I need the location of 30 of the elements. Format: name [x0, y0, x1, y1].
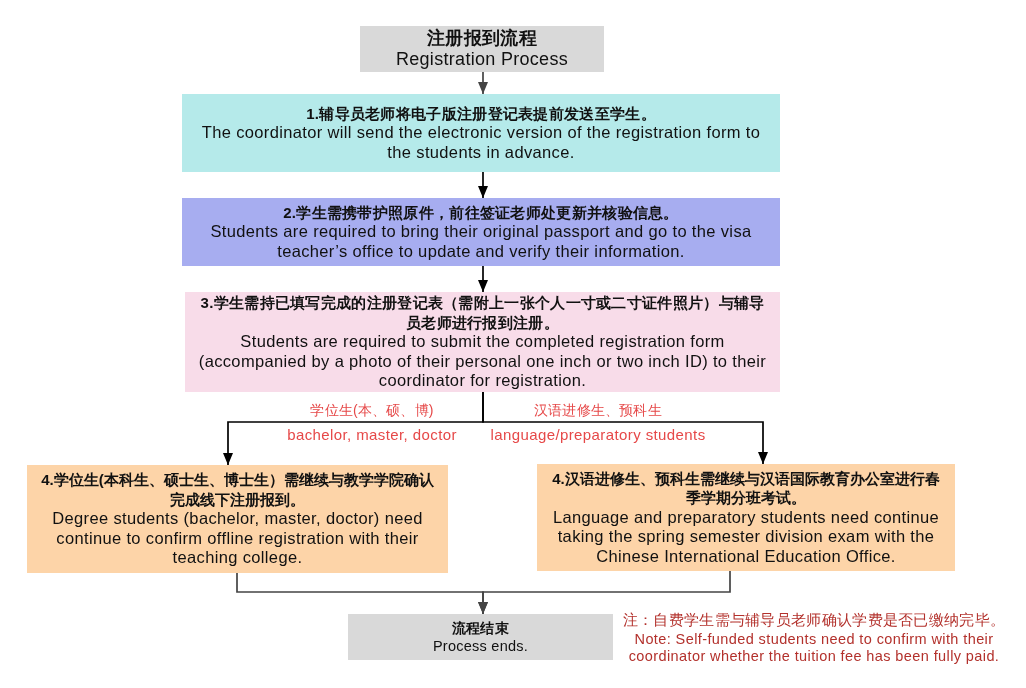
step-text: Students are required to bring their original passport and go to the visa teacher’s office to update and verify their information. — [209, 222, 753, 262]
title-text: 注册报到流程 — [427, 28, 537, 49]
step-box — [182, 198, 780, 266]
title-text: Registration Process — [395, 49, 569, 70]
step-box — [537, 464, 955, 571]
step-text: 1.辅导员老师将电子版注册登记表提前发送至学生。 — [306, 103, 656, 124]
title-box — [360, 26, 604, 72]
step-text: 4.学位生(本科生、硕士生、博士生）需继续与教学学院确认完成线下注册报到。 — [40, 470, 435, 510]
arrow — [478, 265, 488, 293]
step-text: The coordinator will send the electronic version of the registration form to the students in advance. — [200, 123, 762, 163]
edge-label: 汉语进修生、预科生 — [534, 401, 662, 419]
step-box — [27, 465, 448, 573]
step-text: 2.学生需携带护照原件，前往签证老师处更新并核验信息。 — [283, 202, 679, 223]
step-box — [182, 94, 780, 172]
end-text: Process ends. — [432, 637, 529, 655]
arrow — [482, 391, 768, 465]
step-text: Students are required to submit the completed registration form (accompanied by a photo of their personal one inch or two inch ID) to their coordinator for registration. — [197, 332, 768, 391]
step-box — [185, 292, 780, 392]
note-text: 注：自费学生需与辅导员老师确认学费是否已缴纳完毕。 — [621, 612, 1007, 629]
arrow — [478, 71, 488, 95]
step-text: Degree students (bachelor, master, doctor) need continue to confirm offline registration with their teaching college. — [51, 509, 424, 568]
note-text: Note: Self-funded students need to confirm with their coordinator whether the tuition fee has been fully paid. — [627, 631, 1001, 665]
arrow — [478, 171, 488, 199]
step-text: 3.学生需持已填写完成的注册登记表（需附上一张个人一寸或二寸证件照片）与辅导员老师进行报到注册。 — [199, 293, 766, 333]
step-text: Language and preparatory students need continue taking the spring semester division exam with the Chinese International Education Office. — [551, 507, 941, 567]
step-text: 4.汉语进修生、预科生需继续与汉语国际教育办公室进行春季学期分班考试。 — [551, 468, 941, 508]
end-box — [348, 614, 613, 660]
end-text: 流程结束 — [452, 619, 509, 637]
edge-label: 学位生(本、硕、博) — [310, 401, 434, 419]
arrow — [478, 570, 731, 615]
